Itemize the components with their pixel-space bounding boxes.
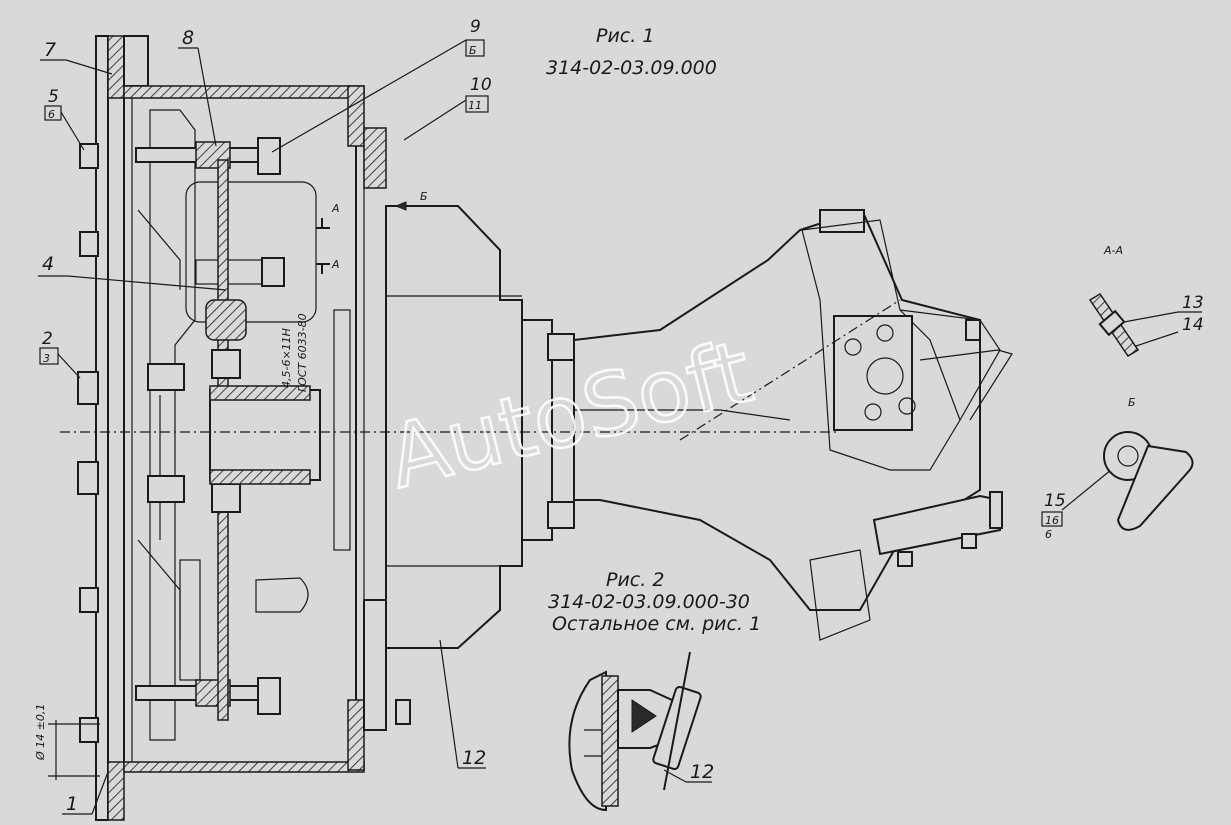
svg-text:6: 6: [48, 108, 55, 121]
section-arrows: А А: [316, 202, 340, 274]
svg-text:16: 16: [1045, 514, 1059, 527]
svg-text:2: 2: [42, 329, 53, 349]
view-arrow-b: Б: [394, 190, 432, 211]
svg-text:15: 15: [1044, 491, 1066, 511]
callout-12-fig2: 12: [690, 761, 714, 783]
figure1-code: 314-02-03.09.000: [546, 57, 717, 79]
figure2-title: Рис. 2: [606, 569, 664, 591]
svg-text:4: 4: [42, 253, 54, 275]
callout-7: 7: [40, 39, 113, 75]
bolt: [79, 717, 99, 743]
callout-13-14: 13 14: [1123, 293, 1204, 349]
bolt: [79, 231, 99, 257]
svg-text:9: 9: [470, 17, 481, 37]
clutch-disk-assembly: [135, 109, 351, 741]
callout-2: 2 3: [39, 329, 81, 379]
view-b-detail: [1103, 431, 1194, 531]
section-arrow-label: А: [331, 258, 340, 271]
diameter-text: Ø 14 ±0,1: [34, 704, 47, 761]
bolt: [77, 371, 99, 405]
svg-text:3: 3: [43, 352, 50, 365]
bolt: [77, 461, 99, 495]
callout-8: 8: [178, 27, 217, 147]
bolt: [79, 143, 99, 169]
figure2-code: 314-02-03.09.000-30: [548, 591, 750, 613]
svg-text:12: 12: [462, 747, 486, 769]
callout-12: 12: [439, 639, 486, 769]
diameter-dimension: Ø 14 ±0,1: [34, 704, 100, 780]
callout-15: 15 16 6: [1041, 455, 1129, 541]
svg-text:5: 5: [48, 87, 59, 107]
svg-text:13: 13: [1182, 293, 1204, 313]
figure2-note: Остальное см. рис. 1: [552, 613, 761, 635]
pump-axis-line: [679, 299, 901, 441]
spec-text: 4,5-6×11Н: [280, 328, 293, 388]
svg-text:14: 14: [1182, 315, 1204, 335]
spec-text: ГОСТ 6033-80: [296, 313, 309, 392]
section-arrow-label: А: [331, 202, 340, 215]
figure1-title: Рис. 1: [596, 25, 654, 47]
bolt: [79, 587, 99, 613]
callout-1: 1: [62, 771, 109, 815]
svg-text:1: 1: [66, 793, 78, 815]
section-aa-detail: [1088, 292, 1140, 358]
callout-4: 4: [38, 253, 227, 291]
callout-10: 10 11: [403, 75, 492, 141]
figure2-detail: 12: [568, 651, 714, 812]
view-arrow-label: Б: [420, 190, 428, 203]
left-bolts: [77, 143, 99, 743]
svg-text:10: 10: [470, 75, 492, 95]
adapter-flange: [385, 205, 575, 725]
svg-text:Б: Б: [469, 44, 477, 57]
svg-text:6: 6: [1045, 528, 1052, 541]
view-title: Б: [1128, 396, 1136, 409]
callout-9: 9 Б: [271, 17, 485, 153]
svg-text:11: 11: [468, 99, 482, 112]
hydraulic-pump-body: [573, 208, 1013, 641]
section-title: А-А: [1103, 244, 1123, 257]
callout-5: 5 6: [44, 87, 85, 151]
svg-text:7: 7: [44, 39, 56, 61]
svg-text:8: 8: [182, 27, 194, 49]
